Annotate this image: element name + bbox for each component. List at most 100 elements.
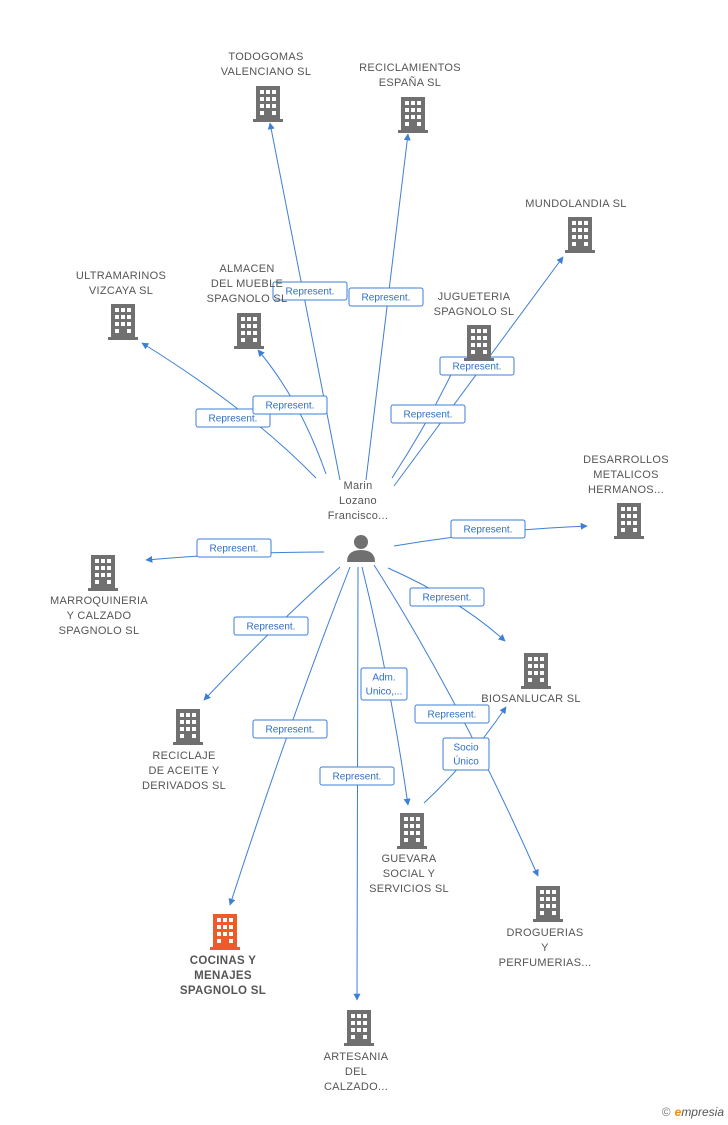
edge-label-droguerias[interactable]: Represent. — [414, 704, 490, 724]
brand-name: mpresia — [681, 1105, 724, 1119]
edge-label-box — [195, 408, 271, 428]
edge-label-text: Represent. — [286, 287, 335, 298]
company-name-line: RECICLAMIENTOS — [359, 62, 461, 74]
edge-label-text: Unico,... — [366, 687, 403, 698]
company-node-artesania[interactable]: ARTESANIADELCALZADO... — [324, 1010, 389, 1093]
company-node-jugueteria[interactable]: JUGUETERIA SPAGNOLO SL — [434, 291, 515, 361]
company-name-line: ESPAÑA SL — [379, 76, 441, 89]
building-icon — [234, 313, 264, 349]
edge-label-biosanlucar[interactable]: Represent. — [409, 587, 485, 607]
edge-label-text: Represent. — [266, 401, 315, 412]
edge-label-text: Único — [453, 755, 479, 768]
center-person-node[interactable]: MarinLozanoFrancisco... — [328, 480, 388, 562]
building-icon — [344, 1010, 374, 1046]
edge-label-text: Adm. — [372, 673, 395, 684]
company-name-line: DERIVADOS SL — [142, 780, 226, 792]
company-name-line: TODOGOMAS — [228, 51, 303, 63]
person-icon — [347, 535, 375, 562]
company-name-line: PERFUMERIAS... — [499, 957, 592, 969]
edge-label-ultramarinos[interactable]: Represent. — [195, 408, 271, 428]
building-icon — [88, 555, 118, 591]
building-icon — [398, 97, 428, 133]
edge-label-text: Represent. — [423, 593, 472, 604]
edge-label-box — [348, 287, 424, 307]
company-name-line: GUEVARA — [381, 853, 436, 865]
edge-label-box — [360, 667, 408, 701]
company-name-line: BIOSANLUCAR SL — [481, 693, 581, 705]
building-icon — [533, 886, 563, 922]
edge-label-almacen[interactable]: Represent. — [252, 395, 328, 415]
company-name-line: SPAGNOLO SL — [180, 985, 266, 997]
edge-label-box — [319, 766, 395, 786]
person-name-line: Lozano — [339, 495, 377, 507]
edge-label-text: Represent. — [404, 410, 453, 421]
edge-label-desarrollos[interactable]: Represent. — [450, 519, 526, 539]
building-icon — [614, 503, 644, 539]
company-node-droguerias[interactable]: DROGUERIASYPERFUMERIAS... — [499, 886, 592, 969]
copyright-symbol: © — [661, 1105, 671, 1119]
company-name-line: HERMANOS... — [588, 484, 664, 496]
edge-label-jugueteria[interactable]: Represent. — [390, 404, 466, 424]
edge-label-text: Represent. — [209, 414, 258, 425]
edge-label-box — [272, 281, 348, 301]
brand-logo-letter: e — [674, 1105, 682, 1119]
edge-label-reciclamientos[interactable]: Represent. — [348, 287, 424, 307]
building-icon — [253, 86, 283, 122]
building-icon — [173, 709, 203, 745]
building-icon — [108, 304, 138, 340]
edge-label-text: Represent. — [333, 772, 382, 783]
company-node-biosanlucar[interactable]: BIOSANLUCAR SL — [481, 653, 581, 705]
company-name-line: ULTRAMARINOS — [76, 270, 166, 282]
company-node-mundolandia[interactable]: MUNDOLANDIA SL — [525, 198, 626, 253]
building-icon — [397, 813, 427, 849]
company-name-line: COCINAS Y — [190, 955, 256, 967]
company-name-line: RECICLAJE — [152, 750, 215, 762]
building-icon — [521, 653, 551, 689]
edge-label-text: Represent. — [210, 544, 259, 555]
company-name-line: Y CALZADO — [67, 610, 132, 622]
edge-label-cocinas[interactable]: Represent. — [252, 719, 328, 739]
company-node-marroquineria[interactable]: MARROQUINERIA Y CALZADO SPAGNOLO SL — [50, 555, 148, 637]
edge-label-todogomas[interactable]: Represent. — [272, 281, 348, 301]
edge-label-text: Represent. — [453, 362, 502, 373]
edge-todogomas — [267, 122, 341, 481]
company-name-line: VALENCIANO SL — [221, 66, 312, 78]
edge-label-box — [442, 737, 490, 771]
company-name-line: SERVICIOS SL — [369, 883, 449, 895]
person-name-line: Marin — [343, 480, 372, 492]
company-node-reciclamientos[interactable]: RECICLAMIENTOS ESPAÑA SL — [359, 62, 461, 133]
edge-label-reciclaje[interactable]: Represent. — [233, 616, 309, 636]
company-name-line: MARROQUINERIA — [50, 595, 148, 607]
company-name-line: CALZADO... — [324, 1081, 388, 1093]
company-name-line: JUGUETERIA — [438, 291, 511, 303]
building-icon — [565, 217, 595, 253]
company-name-line: MUNDOLANDIA SL — [525, 198, 626, 210]
company-name-line: Y — [541, 942, 549, 954]
company-name-line: METALICOS — [593, 469, 658, 481]
edge-label-text: Represent. — [464, 525, 513, 536]
company-node-desarrollos[interactable]: DESARROLLOSMETALICOSHERMANOS... — [583, 454, 669, 539]
edge-label-artesania[interactable]: Represent. — [319, 766, 395, 786]
edge-label-box — [196, 538, 272, 558]
edge-label-box — [409, 587, 485, 607]
company-name-line: SPAGNOLO SL — [59, 625, 140, 637]
building-icon-highlighted — [210, 914, 240, 950]
edge-label-marroquineria[interactable]: Represent. — [196, 538, 272, 558]
edge-label-box — [450, 519, 526, 539]
company-name-line: ALMACEN — [219, 263, 274, 275]
edge-labels-layer: Represent. Represent. Represent. Represent.… — [195, 281, 526, 786]
edge-label-box — [233, 616, 309, 636]
company-node-todogomas[interactable]: TODOGOMAS VALENCIANO SL — [221, 51, 312, 122]
company-name-line: DEL — [345, 1066, 367, 1078]
company-name-line: SPAGNOLO SL — [434, 306, 515, 318]
edge-label-text: Socio — [453, 743, 478, 754]
edge-label-guevara[interactable]: Adm. Unico,... — [360, 667, 408, 701]
brand-watermark: ©empresia — [662, 1105, 724, 1119]
